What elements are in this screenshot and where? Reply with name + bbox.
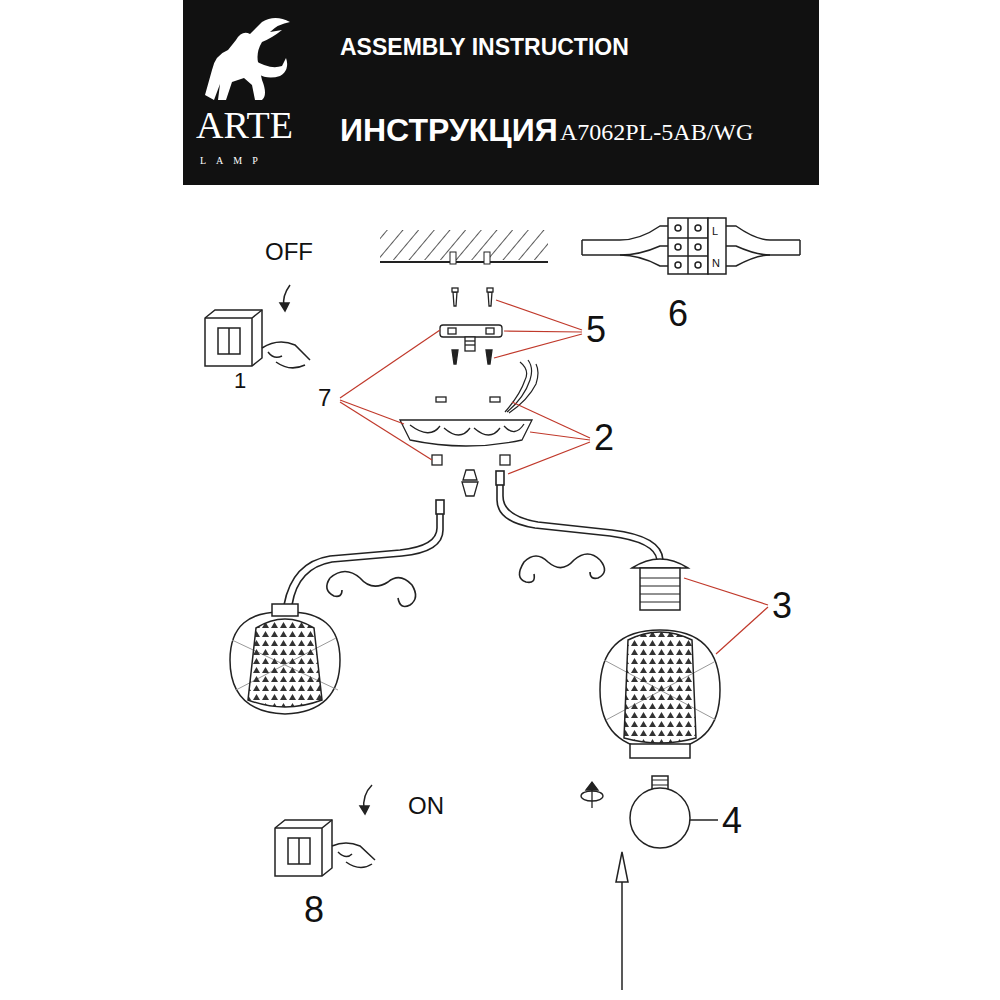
callout-number: 2 xyxy=(594,420,614,456)
step-label: ON xyxy=(408,794,444,818)
terminal-letter: N xyxy=(712,258,720,269)
leader-lines xyxy=(340,300,768,654)
header-band xyxy=(183,0,819,185)
model-number: A7062PL-5AB/WG xyxy=(560,120,753,144)
callout-number: 5 xyxy=(586,312,606,348)
bulb xyxy=(630,776,718,848)
terminal-block xyxy=(582,218,800,274)
ceiling xyxy=(380,230,548,264)
callout-number: 4 xyxy=(722,803,742,839)
callout-number: 8 xyxy=(304,892,324,928)
wires xyxy=(505,360,538,413)
switch-on xyxy=(275,785,375,876)
mounting-parts xyxy=(436,288,502,402)
up-arrow xyxy=(616,852,628,990)
callout-number: 1 xyxy=(234,370,246,392)
terminal-letter: L xyxy=(712,226,718,237)
callout-number: 7 xyxy=(318,386,331,410)
logo-lion xyxy=(205,18,290,100)
header-title-ru: ИНСТРУКЦИЯ xyxy=(340,114,558,146)
right-shade xyxy=(600,559,720,758)
callout-number: 3 xyxy=(772,588,792,624)
switch-off xyxy=(205,285,310,368)
rotate-symbol xyxy=(581,782,603,808)
brand-sub: LAMP xyxy=(200,156,268,166)
left-shade xyxy=(230,604,340,714)
header-title: ASSEMBLY INSTRUCTION xyxy=(340,36,629,59)
callout-number: 6 xyxy=(668,296,688,332)
canopy xyxy=(400,420,532,496)
step-label: OFF xyxy=(265,240,313,264)
brand-name: ARTE xyxy=(196,106,293,144)
lamp-arms xyxy=(284,471,663,606)
